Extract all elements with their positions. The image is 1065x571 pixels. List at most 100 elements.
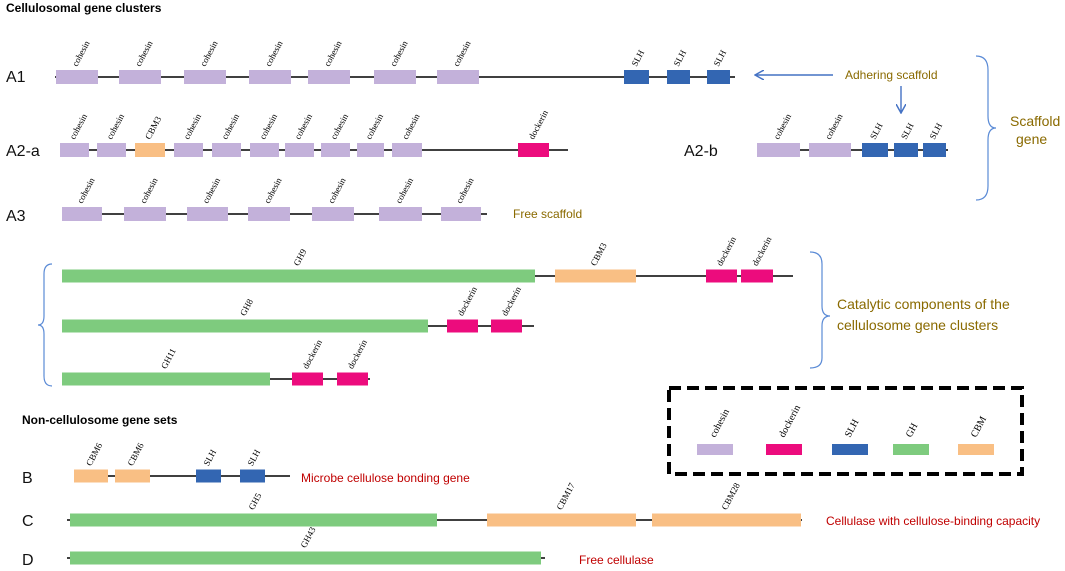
cohesin-domain <box>312 207 354 221</box>
slh-domain <box>667 70 690 84</box>
domain-label: cohesin <box>454 176 476 205</box>
domain-label: CBM3 <box>588 241 609 268</box>
legend-item-gh: GH <box>893 421 929 455</box>
domain-label: GH11 <box>159 347 178 371</box>
legend-swatch <box>697 444 733 455</box>
slh-domain <box>894 143 918 157</box>
legend-item-cohesin: cohesin <box>697 407 733 455</box>
dockerin-domain <box>518 143 549 157</box>
domain-label: cohesin <box>133 39 155 68</box>
cohesin-domain <box>757 143 800 157</box>
dockerin-domain <box>337 372 368 386</box>
legend-items: cohesin dockerin SLH GH CBM <box>697 403 994 455</box>
domain-label: GH9 <box>291 247 308 268</box>
legend-item-slh: SLH <box>832 418 868 455</box>
annotation-d: Free cellulase <box>579 553 654 567</box>
domain-label: cohesin <box>198 39 220 68</box>
slh-domain <box>624 70 649 84</box>
legend-swatch <box>766 444 802 455</box>
catalytic-label-line2: cellulosome gene clusters <box>837 317 998 333</box>
domain-label: cohesin <box>262 176 284 205</box>
gh-domain <box>62 269 535 283</box>
cohesin-domain <box>248 207 290 221</box>
gene-label: C <box>22 513 34 530</box>
slh-domain <box>240 469 265 483</box>
legend-label: dockerin <box>777 403 803 439</box>
cbm-domain <box>487 513 636 527</box>
domain-label: cohesin <box>200 176 222 205</box>
domain-label: dockerin <box>499 285 523 318</box>
slh-domain <box>707 70 730 84</box>
gene-label: A2-b <box>684 143 718 160</box>
cohesin-domain <box>250 143 279 157</box>
cohesin-domain <box>308 70 350 84</box>
domain-label: dockerin <box>714 235 738 268</box>
domain-label: dockerin <box>526 108 550 141</box>
domain-label: GH5 <box>246 491 263 512</box>
domain-label: SLH <box>868 121 885 141</box>
legend-frame <box>667 386 1024 476</box>
domain-label: cohesin <box>322 39 344 68</box>
gh-domain <box>70 513 437 527</box>
scaffold-gene-bracket <box>975 55 997 201</box>
cohesin-domain <box>357 143 384 157</box>
dockerin-domain <box>741 269 773 283</box>
legend-label: CBM <box>969 415 989 440</box>
gene-label: A-s <box>0 0 24 4</box>
legend-item-cbm: CBM <box>958 415 994 455</box>
slh-domain <box>862 143 888 157</box>
cohesin-domain <box>56 70 98 84</box>
cohesin-domain <box>97 143 126 157</box>
dockerin-domain <box>447 319 478 333</box>
gene-label: B <box>22 470 33 487</box>
as-left-bracket <box>37 263 53 387</box>
domain-label: SLH <box>927 121 944 141</box>
domain-label: SLH <box>245 447 262 467</box>
domain-label: cohesin <box>328 112 350 141</box>
domain-label: CBM6 <box>84 441 105 468</box>
free-scaffold-label: Free scaffold <box>513 207 582 221</box>
domain-label: cohesin <box>257 112 279 141</box>
scaffold-gene-label-line1: Scaffold <box>1010 113 1060 129</box>
domain-label: SLH <box>629 48 646 68</box>
domain-label: SLH <box>899 121 916 141</box>
scaffold-gene-label-line2: gene <box>1016 131 1047 147</box>
adhering-scaffold-label: Adhering scaffold <box>845 68 938 82</box>
domain-label: dockerin <box>750 235 774 268</box>
domain-label: cohesin <box>393 176 415 205</box>
domain-label: cohesin <box>771 112 793 141</box>
cohesin-domain <box>285 143 314 157</box>
cohesin-domain <box>392 143 422 157</box>
domain-label: cohesin <box>181 112 203 141</box>
domain-label: CBM6 <box>125 441 146 468</box>
domain-label: cohesin <box>263 39 285 68</box>
gene-label: A1 <box>6 69 26 86</box>
cohesin-domain <box>184 70 226 84</box>
slh-domain <box>923 143 946 157</box>
domain-label: cohesin <box>75 176 97 205</box>
cohesin-domain <box>124 207 166 221</box>
cohesin-domain <box>174 143 203 157</box>
gh-domain <box>70 551 541 565</box>
domain-label: cohesin <box>326 176 348 205</box>
domain-label: CBM28 <box>719 481 742 512</box>
legend-label: SLH <box>843 418 862 440</box>
legend-swatch <box>832 444 868 455</box>
domain-label: cohesin <box>67 112 89 141</box>
gene-rows: A1 cohesin cohesin cohesin cohesin cohesin coh… <box>0 0 948 569</box>
cohesin-domain <box>119 70 161 84</box>
cbm-domain <box>74 469 108 483</box>
slh-domain <box>196 469 221 483</box>
legend-label: GH <box>904 421 920 439</box>
catalytic-label-line1: Catalytic components of the <box>837 296 1010 312</box>
gene-label: A2-a <box>6 143 40 160</box>
domain-label: cohesin <box>104 112 126 141</box>
cohesin-domain <box>441 207 481 221</box>
